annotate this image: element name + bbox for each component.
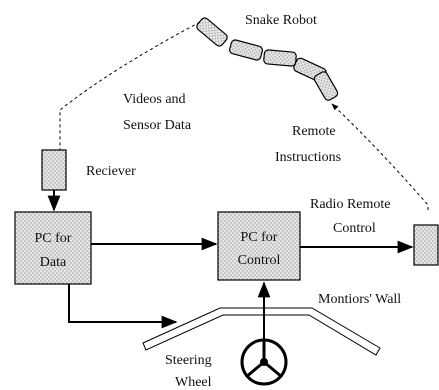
steering-label-line1: Steering (165, 353, 212, 368)
snake-robot-label: Snake Robot (245, 13, 317, 28)
videos-label-line1: Videos and (123, 92, 186, 107)
radio-remote-label-line2: Control (333, 221, 376, 236)
pc-for-data-line1: PC for (35, 231, 72, 246)
remote-instructions-link (331, 103, 429, 210)
receiver-block (41, 149, 67, 191)
pc-for-control-line2: Control (238, 253, 281, 268)
pc-for-control-box (217, 211, 301, 281)
receiver-label: Reciever (86, 164, 136, 179)
remote-label-line1: Remote (292, 124, 336, 139)
pc-for-data-line2: Data (40, 255, 67, 270)
videos-label-line2: Sensor Data (123, 118, 192, 133)
snake-robot-icon (196, 17, 339, 101)
monitors-wall (142, 307, 381, 356)
radio-remote-block (413, 224, 439, 266)
data-to-monitors-arrow (68, 284, 178, 329)
monitors-wall-label: Montiors' Wall (318, 292, 401, 307)
steering-label-line2: Wheel (175, 375, 212, 390)
pc-for-data-box (14, 211, 92, 285)
pc-for-control-line1: PC for (241, 230, 278, 245)
video-data-link (59, 21, 201, 150)
steering-wheel-icon (240, 338, 288, 386)
remote-label-line2: Instructions (275, 150, 341, 165)
radio-remote-label-line1: Radio Remote (310, 197, 391, 212)
